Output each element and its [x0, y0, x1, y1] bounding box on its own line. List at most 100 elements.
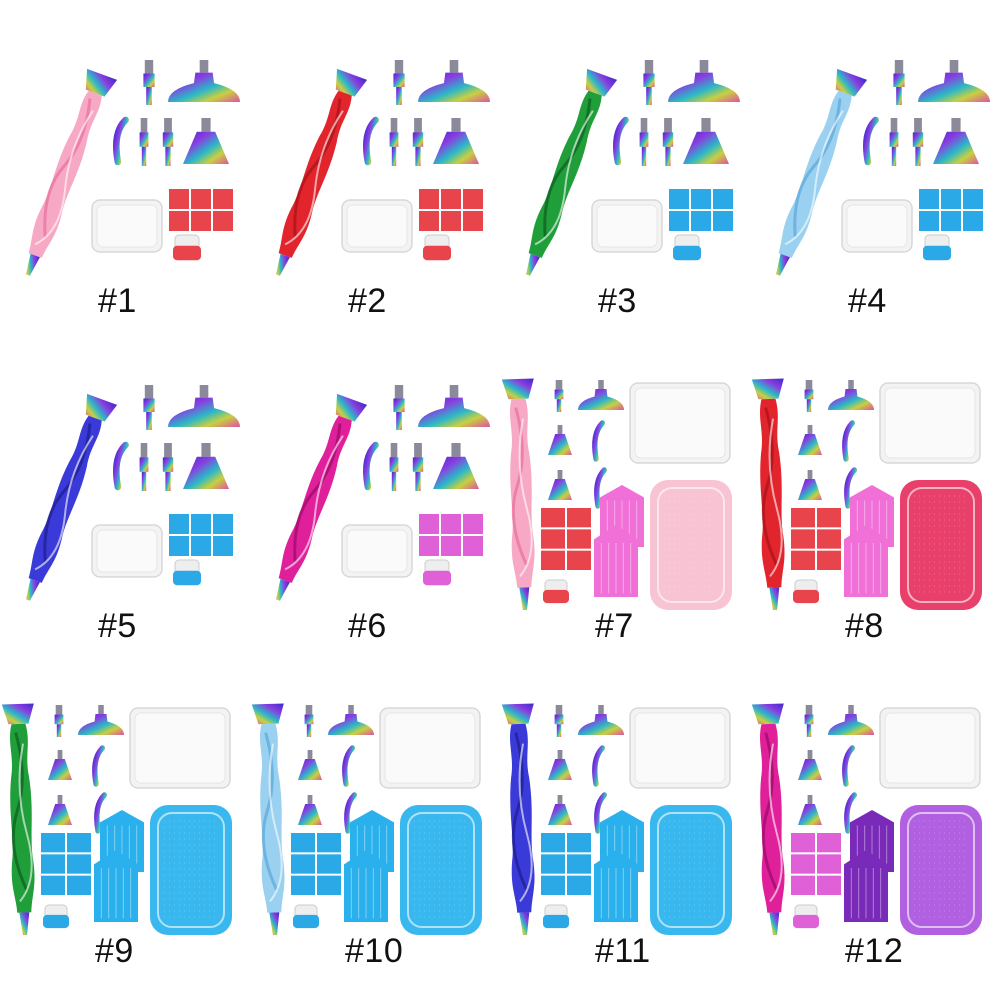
drill-pen [276, 393, 368, 601]
wax-pad-sheet [419, 189, 483, 231]
bent-tip-icon [592, 745, 606, 787]
storage-box [629, 382, 731, 464]
pen-tip-icon [804, 705, 814, 737]
kit-image [26, 385, 240, 601]
wax-pad-sheet [919, 189, 983, 231]
bent-tip-icon [113, 441, 129, 491]
bent-tip-icon [844, 467, 858, 509]
kit-image [526, 60, 740, 276]
wax-cube [793, 904, 819, 929]
drill-pen [26, 68, 118, 276]
kit-number-label: #6 [348, 607, 387, 645]
pen-tip-icon [639, 118, 649, 166]
kit-image [251, 703, 482, 936]
wide-tip-icon [328, 705, 374, 735]
bent-tip-icon [363, 441, 379, 491]
pen-tip-icon [143, 385, 155, 430]
drill-pen [776, 68, 868, 276]
bent-tip-icon [594, 467, 608, 509]
wide-tip-icon [828, 380, 874, 410]
drill-pen [276, 68, 368, 276]
wax-cube [423, 559, 451, 586]
kit-image [776, 60, 990, 276]
pen-tip-icon [662, 118, 674, 166]
drill-pen [1, 703, 35, 936]
square-tip-icon [48, 795, 72, 825]
kit-cell: #8 [750, 345, 1000, 675]
bent-tip-icon [344, 792, 358, 834]
pen-tip-icon [889, 118, 899, 166]
wide-tip-icon [168, 385, 240, 427]
wax-cube [173, 234, 201, 261]
pen-tip-icon [893, 60, 905, 105]
pen-tip-icon [554, 705, 564, 737]
square-tip-icon [933, 118, 979, 164]
wax-cube [293, 904, 319, 929]
bead-tray [94, 850, 138, 922]
drill-pen [501, 703, 535, 936]
wax-pad-sheet [169, 514, 233, 556]
bent-tip-icon [594, 792, 608, 834]
drill-pen [26, 393, 118, 601]
kit-cell: #11 [500, 670, 750, 1000]
storage-box [379, 707, 481, 789]
storage-box [879, 707, 981, 789]
kit-image [751, 703, 982, 936]
kit-image [276, 60, 490, 276]
sticky-mat [900, 480, 982, 610]
drill-pen [501, 378, 535, 611]
bent-tip-icon [863, 116, 879, 166]
square-tip-icon [798, 425, 822, 455]
bead-tray [594, 850, 638, 922]
wide-tip-icon [78, 705, 124, 735]
pen-tip-icon [393, 385, 405, 430]
sticky-mat [650, 805, 732, 935]
kit-image [26, 60, 240, 276]
bent-tip-icon [842, 745, 856, 787]
pen-tip-icon [304, 705, 314, 737]
square-tip-icon [548, 795, 572, 825]
square-tip-icon [298, 795, 322, 825]
kit-number-label: #1 [98, 282, 137, 320]
bent-tip-icon [92, 745, 106, 787]
pen-tip-icon [393, 60, 405, 105]
wax-pad-sheet [669, 189, 733, 231]
bead-tray [844, 850, 888, 922]
pen-tip-icon [139, 443, 149, 491]
wide-tip-icon [168, 60, 240, 102]
kit-image [751, 378, 982, 611]
bent-tip-icon [113, 116, 129, 166]
bent-tip-icon [844, 792, 858, 834]
wide-tip-icon [418, 60, 490, 102]
kit-cell: #3 [500, 20, 750, 350]
wax-cube [793, 579, 819, 604]
wax-cube [923, 234, 951, 261]
wide-tip-icon [578, 380, 624, 410]
wax-pad-sheet [541, 833, 591, 895]
sticky-mat [150, 805, 232, 935]
square-tip-icon [433, 118, 479, 164]
wax-pad-sheet [291, 833, 341, 895]
kit-cell: #2 [250, 20, 500, 350]
storage-box [591, 199, 663, 253]
wax-cube [43, 904, 69, 929]
square-tip-icon [48, 750, 72, 780]
square-tip-icon [798, 750, 822, 780]
wax-pad-sheet [541, 508, 591, 570]
wax-pad-sheet [41, 833, 91, 895]
kit-cell: #9 [0, 670, 250, 1000]
kit-number-label: #3 [598, 282, 637, 320]
wax-cube [543, 579, 569, 604]
kit-number-label: #10 [345, 932, 404, 970]
pen-tip-icon [143, 60, 155, 105]
kit-image [501, 378, 732, 611]
bead-tray [594, 525, 638, 597]
pen-tip-icon [412, 443, 424, 491]
wide-tip-icon [418, 385, 490, 427]
square-tip-icon [548, 470, 572, 500]
square-tip-icon [298, 750, 322, 780]
kit-cell: #12 [750, 670, 1000, 1000]
wax-cube [423, 234, 451, 261]
drill-pen [751, 378, 785, 611]
pen-tip-icon [412, 118, 424, 166]
